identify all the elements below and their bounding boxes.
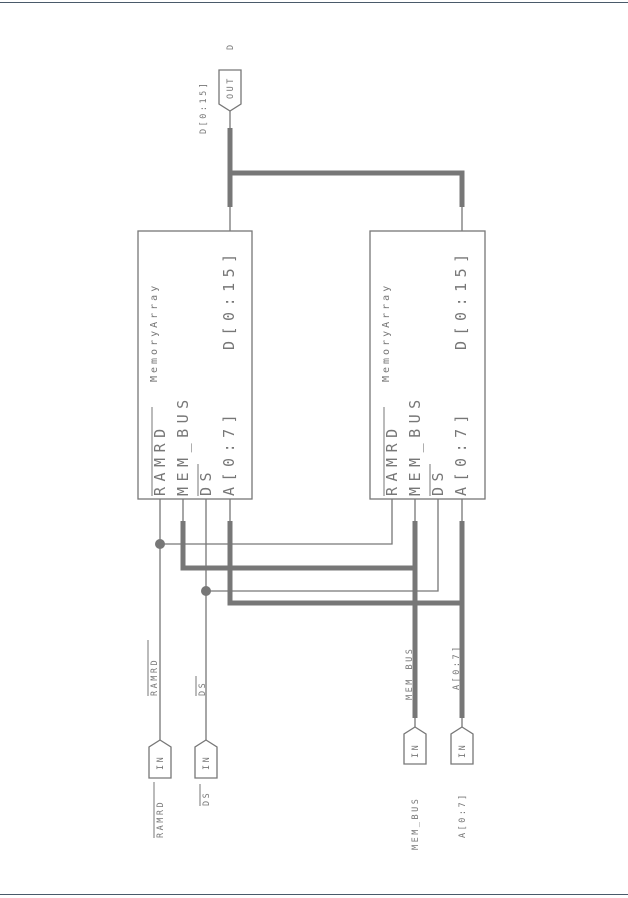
output-port-d[interactable] — [218, 69, 242, 112]
block-2-pin-data: D[0:15] — [452, 248, 470, 350]
block-1-pin-addr: A[0:7] — [220, 409, 238, 496]
memory-array-block-1[interactable]: MemoryArray RAMRD MEM_BUS DS A[0:7] D[0:… — [137, 230, 253, 500]
block-2-pin-addr: A[0:7] — [452, 409, 470, 496]
block-2-type: MemoryArray — [381, 283, 392, 382]
block-1-type: MemoryArray — [149, 283, 160, 382]
input-port-addr-name: A[0:7] — [458, 792, 468, 838]
block-1-pin-bus: MEM_BUS — [174, 394, 192, 496]
data-bus-branch[interactable] — [230, 170, 465, 207]
block-2-pin-bus: MEM_BUS — [406, 394, 424, 496]
block-1-pin-data: D[0:15] — [220, 248, 238, 350]
ramrd-junction — [155, 539, 165, 549]
input-port-ds-name: DS — [202, 791, 212, 806]
top-rule — [0, 2, 628, 3]
mem-bus-net-label: MEM_BUS — [405, 647, 415, 700]
mem-bus-block-1[interactable] — [180, 521, 415, 571]
input-port-addr-dir: IN — [458, 743, 468, 758]
input-port-ramrd-name: RAMRD — [156, 800, 166, 838]
block-1-outline — [137, 230, 253, 500]
block-2-pin-read: RAMRD — [383, 423, 401, 496]
input-port-ramrd-shape — [148, 739, 172, 779]
input-port-mem-bus-name: MEM_BUS — [411, 797, 421, 850]
input-port-addr[interactable]: IN A[0:7] — [450, 726, 474, 838]
input-port-ramrd[interactable]: IN RAMRD — [148, 739, 172, 838]
addr-net-label: A[0:7] — [452, 644, 462, 690]
input-port-mem-bus[interactable]: IN MEM_BUS — [403, 726, 427, 850]
input-port-ds-dir: IN — [202, 755, 212, 770]
output-net-label: D[0:15] — [199, 81, 209, 134]
memory-array-block-2[interactable]: MemoryArray RAMRD MEM_BUS DS A[0:7] D[0:… — [369, 230, 486, 500]
input-port-ds[interactable]: IN DS — [194, 739, 218, 806]
ds-net-label: DS — [198, 681, 208, 696]
block-2-pin-select: DS — [429, 467, 447, 496]
output-port-name: D — [226, 42, 236, 50]
block-2-outline — [369, 230, 486, 500]
input-port-ds-shape — [194, 739, 218, 779]
input-port-addr-shape — [450, 726, 474, 765]
addr-bus-block-1[interactable] — [227, 521, 462, 606]
ds-junction — [201, 586, 211, 596]
block-1-pin-select: DS — [197, 467, 215, 496]
input-port-ramrd-dir: IN — [156, 755, 166, 770]
input-port-mem-bus-dir: IN — [411, 743, 421, 758]
input-port-mem-bus-shape — [403, 726, 427, 765]
ds-wire-block-2[interactable] — [206, 499, 439, 592]
ramrd-net-label: RAMRD — [150, 658, 160, 696]
bottom-rule — [0, 894, 628, 895]
output-port-direction: OUT — [226, 76, 236, 99]
ramrd-wire-block-2[interactable] — [160, 499, 393, 545]
block-1-pin-read: RAMRD — [151, 423, 169, 496]
